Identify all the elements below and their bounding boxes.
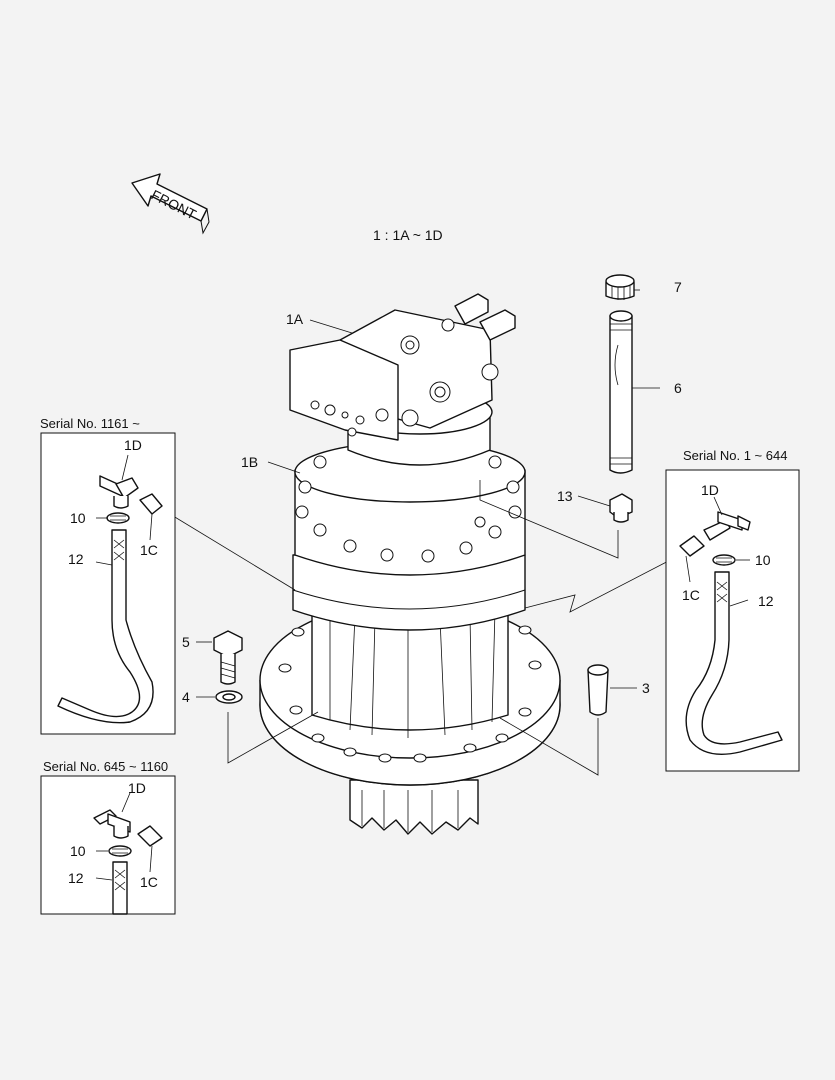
bolt-part-5 <box>213 630 243 685</box>
plug-part-13 <box>609 493 633 523</box>
inset-1-label-12: 12 <box>758 593 774 609</box>
hose-12 <box>57 529 154 724</box>
connector-1c-lower-icon <box>137 825 163 847</box>
swing-reduction-gear-assembly <box>259 293 561 835</box>
inset-1161-label-12: 12 <box>68 551 84 567</box>
inset-serial-1161-header: Serial No. 1161 ~ <box>40 416 140 431</box>
leader-lines <box>159 289 681 776</box>
inset-serial-645-1160: Serial No. 645 ~ 1160 1D 10 12 1C <box>40 759 176 915</box>
flange-bolt-holes <box>278 625 542 763</box>
callout-1a: 1A <box>286 311 304 327</box>
front-arrow-icon: FRONT <box>131 173 210 235</box>
housing-bolts <box>295 455 522 563</box>
callout-1b: 1B <box>241 454 258 470</box>
hose-clamp-10-icon <box>106 512 130 524</box>
hose-12-lower <box>112 861 128 915</box>
callout-7: 7 <box>674 279 682 295</box>
inset-1161-label-1c: 1C <box>140 542 158 558</box>
callout-4: 4 <box>182 689 190 705</box>
callout-3: 3 <box>642 680 650 696</box>
inset-1-label-1d: 1D <box>701 482 719 498</box>
inset-645-label-1c: 1C <box>140 874 158 890</box>
hose-12-right <box>685 571 783 755</box>
pin-part-3 <box>587 664 609 716</box>
cap-part-7 <box>605 274 635 300</box>
pipe-part-6 <box>609 310 633 474</box>
inset-1-label-10: 10 <box>755 552 771 568</box>
valve-block-ports <box>310 318 499 437</box>
hose-clamp-10-right-icon <box>712 554 736 566</box>
inset-serial-1-header: Serial No. 1 ~ 644 <box>683 448 787 463</box>
tee-fitting-1d-icon <box>99 475 139 509</box>
inset-1-label-1c: 1C <box>682 587 700 603</box>
inset-1161-label-10: 10 <box>70 510 86 526</box>
connector-1c-icon <box>139 493 163 515</box>
inset-645-label-1d: 1D <box>128 780 146 796</box>
callout-6: 6 <box>674 380 682 396</box>
tee-fitting-1d-right-icon <box>703 511 751 541</box>
inset-serial-645-header: Serial No. 645 ~ 1160 <box>43 759 168 774</box>
inset-serial-1-644: Serial No. 1 ~ 644 1D 10 1C 12 <box>665 448 800 772</box>
callout-13: 13 <box>557 488 573 504</box>
inset-1161-label-1d: 1D <box>124 437 142 453</box>
inset-645-label-12: 12 <box>68 870 84 886</box>
inset-serial-1161: Serial No. 1161 ~ 1D 10 1C 12 <box>40 416 176 735</box>
connector-1c-right-icon <box>679 535 705 557</box>
washer-part-4 <box>215 690 243 704</box>
assembly-title: 1 : 1A ~ 1D <box>373 227 443 243</box>
callout-5: 5 <box>182 634 190 650</box>
inset-645-label-10: 10 <box>70 843 86 859</box>
tee-fitting-1d-lower-icon <box>93 809 131 839</box>
hose-clamp-10-lower-icon <box>108 845 132 857</box>
